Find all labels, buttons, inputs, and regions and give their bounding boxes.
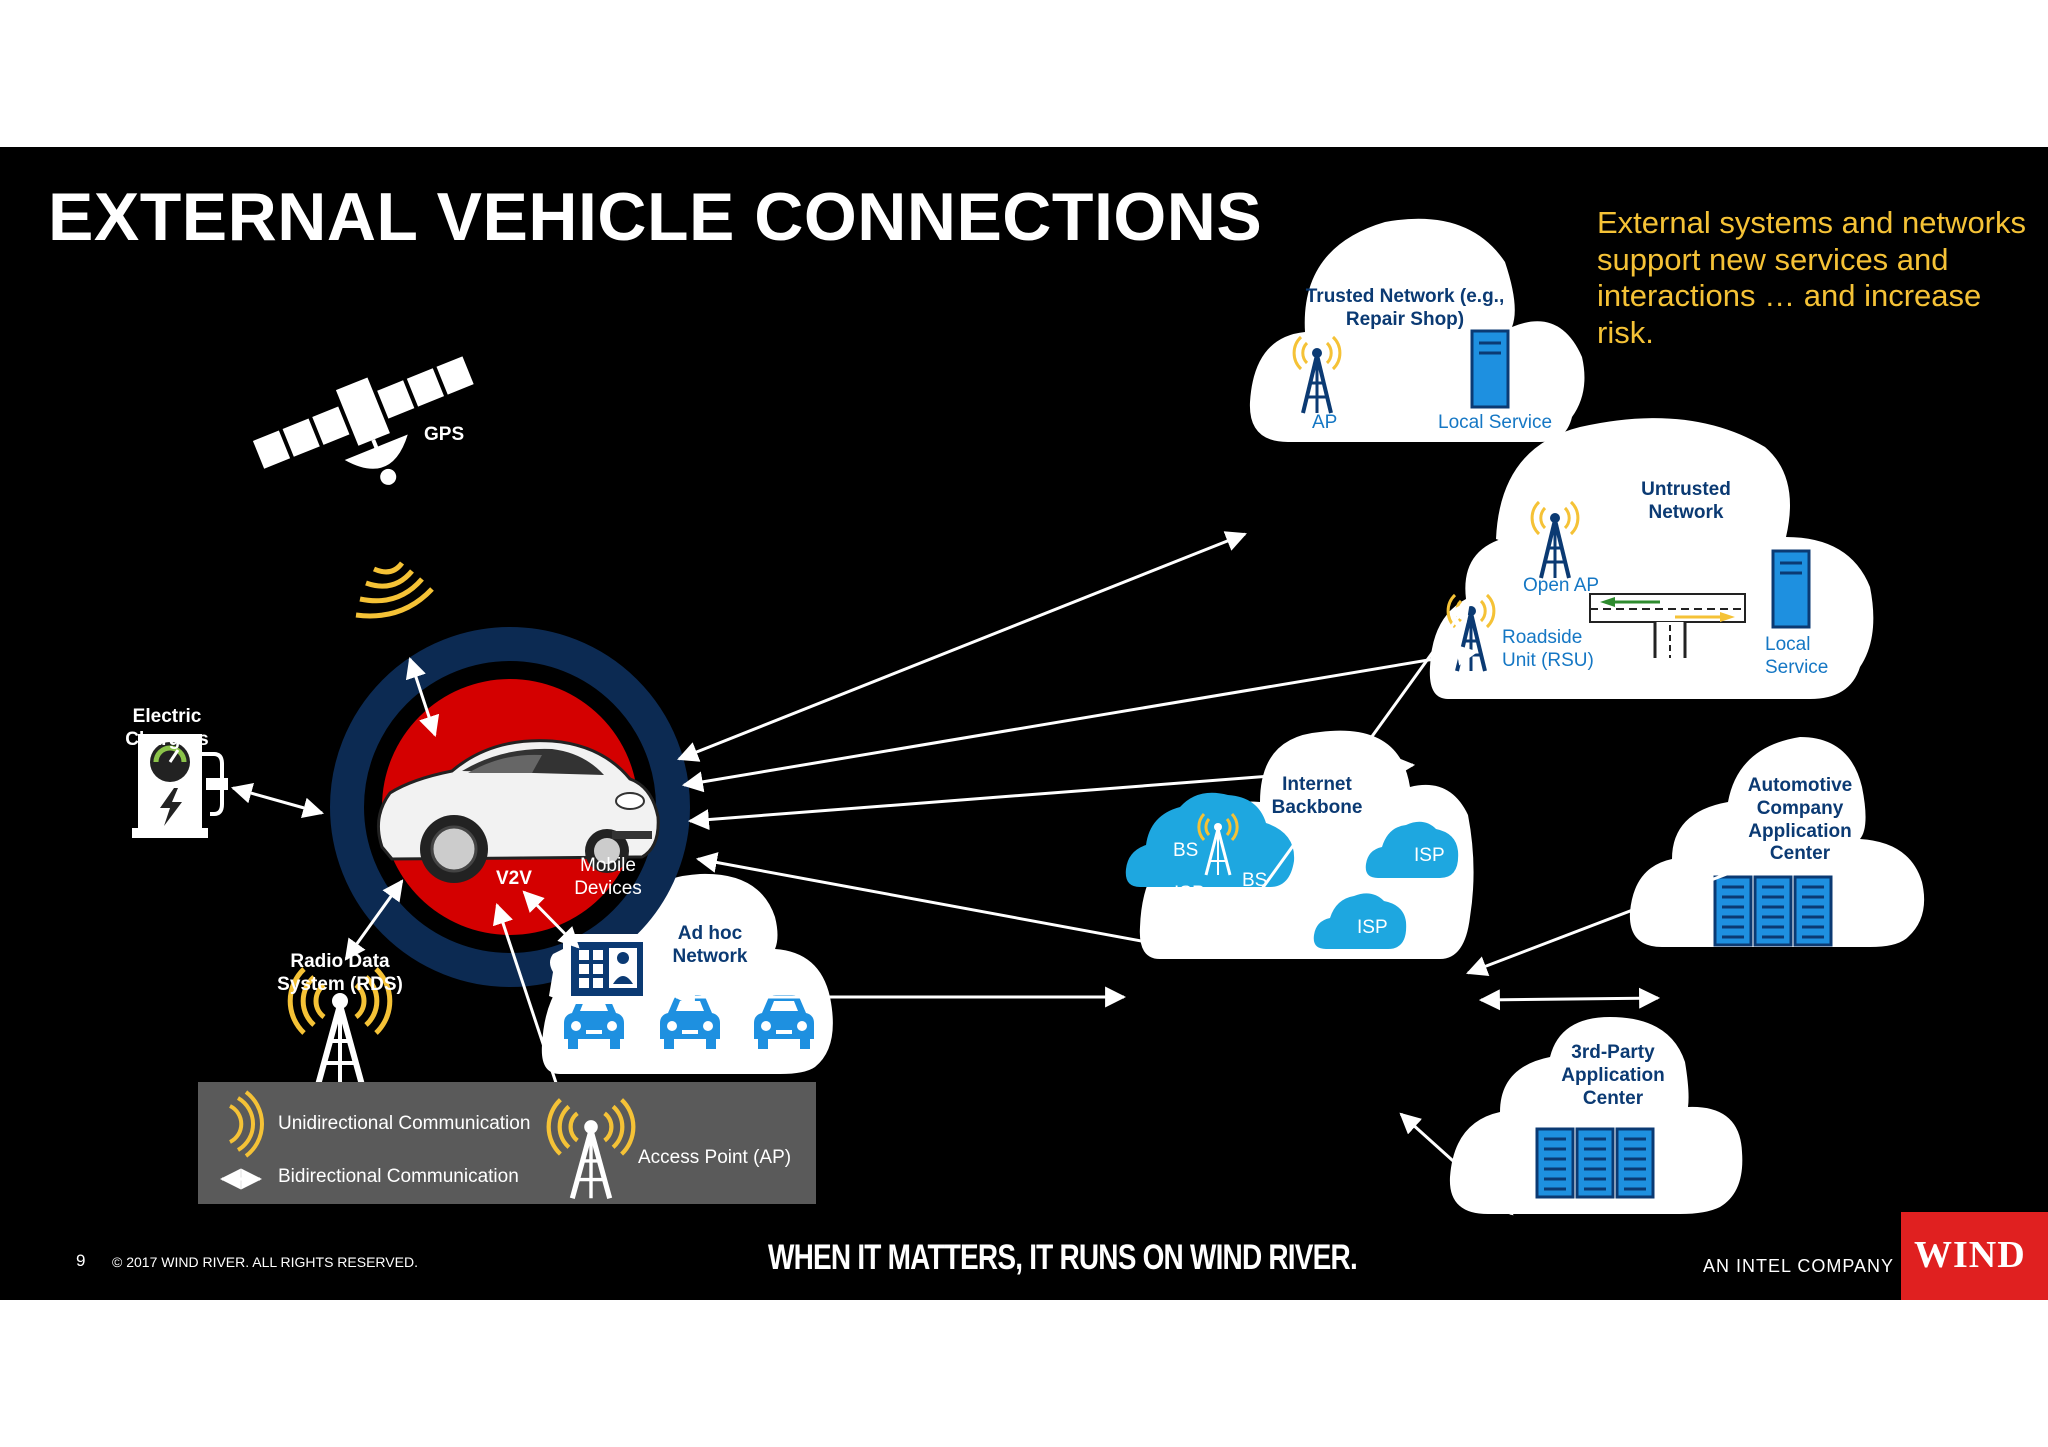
footer-tagline: WHEN IT MATTERS, IT RUNS ON WIND RIVER. xyxy=(768,1238,1358,1277)
trusted-local-service-label: Local Service xyxy=(1438,412,1553,433)
adhoc-network-title: Ad hoc Network xyxy=(672,923,748,967)
satellite-icon xyxy=(252,356,474,485)
bs-label: BS xyxy=(1173,840,1199,861)
internet-backbone-title: Internet Backbone xyxy=(1271,774,1363,818)
road-intersection-icon xyxy=(1589,593,1746,658)
arrow-thirdparty xyxy=(1399,1112,1514,1216)
trusted-network-title: Trusted Network (e.g., Repair Shop) xyxy=(1305,286,1505,330)
arrow-untrusted-internet xyxy=(1466,850,1781,977)
automotive-center-title: Automotive Company Application Center xyxy=(1747,775,1853,865)
legend-box xyxy=(198,1082,816,1204)
isp-label: ISP xyxy=(1357,917,1388,938)
automotive-server-icon xyxy=(1753,875,1793,947)
footer-band xyxy=(1901,1212,2048,1300)
rsu-label: Roadside Unit (RSU) xyxy=(1502,627,1594,671)
car-icon xyxy=(376,739,660,883)
trusted-ap-label: AP xyxy=(1312,412,1338,433)
v2v-label: V2V xyxy=(496,868,532,889)
untrusted-network-cloud xyxy=(1429,418,1874,699)
intel-company: AN INTEL COMPANY xyxy=(1703,1256,1895,1276)
connections-diagram xyxy=(132,218,2048,1300)
third-party-center-cloud xyxy=(1449,1017,1743,1214)
charger-icon xyxy=(132,734,228,838)
isp-label: ISP xyxy=(1414,845,1445,866)
arrow-v2v xyxy=(492,903,571,1115)
legend-bidirectional-label: Bidirectional Communication xyxy=(278,1166,519,1187)
arrow-mobile xyxy=(522,890,580,949)
mobile-devices-label: Mobile Devices xyxy=(574,855,642,899)
wind-logo-box xyxy=(1901,1212,2048,1300)
untrusted-server-icon xyxy=(1771,549,1811,629)
page-title: EXTERNAL VEHICLE CONNECTIONS xyxy=(48,179,1263,255)
rds-label: Radio Data System (RDS) xyxy=(277,951,403,995)
untrusted-local-service-label: Local Service xyxy=(1765,634,1829,678)
trusted-network-cloud xyxy=(1249,218,1585,442)
thirdparty-server-icon xyxy=(1615,1127,1655,1199)
page-number: 9 xyxy=(76,1251,86,1270)
untrusted-network-title: Untrusted Network xyxy=(1641,479,1731,523)
wind-logo: WIND xyxy=(1914,1234,2026,1276)
arrow-automotive xyxy=(1478,987,1661,1011)
automotive-server-icon xyxy=(1713,875,1753,947)
arrow-trusted-internet xyxy=(1231,600,1471,931)
vehicle-target xyxy=(330,627,690,987)
arrow-charger xyxy=(230,783,325,818)
connection-arrows xyxy=(230,531,1781,1216)
legend-access-point-label: Access Point (AP) xyxy=(638,1147,792,1168)
thirdparty-server-icon xyxy=(1535,1127,1575,1199)
risk-callout: External systems and networks support ne… xyxy=(1597,205,2027,350)
gps-waves-icon xyxy=(355,561,434,619)
isp-label: ISP xyxy=(1174,883,1205,904)
arrow-gps xyxy=(405,657,440,737)
thirdparty-server-icon xyxy=(1575,1127,1615,1199)
open-ap-label: Open AP xyxy=(1523,575,1600,596)
gps-label: GPS xyxy=(424,424,465,445)
thirdparty-center-title: 3rd-Party Application Center xyxy=(1561,1042,1665,1109)
arrow-trusted xyxy=(677,531,1247,762)
tablet-icon xyxy=(549,934,651,1004)
legend-unidirectional-label: Unidirectional Communication xyxy=(278,1113,531,1134)
bs-label: BS xyxy=(1242,870,1268,891)
slide: EXTERNAL VEHICLE CONNECTIONS External sy… xyxy=(0,147,2048,1300)
signal-waves-icon xyxy=(229,1090,264,1158)
arrow-internet xyxy=(695,852,1182,955)
electric-chargers-label: Electric Chargers xyxy=(125,706,209,750)
copyright: © 2017 WIND RIVER. ALL RIGHTS RESERVED. xyxy=(112,1254,418,1270)
trusted-server-icon xyxy=(1470,329,1510,409)
automotive-server-icon xyxy=(1793,875,1833,947)
arrow-rds xyxy=(344,879,404,961)
